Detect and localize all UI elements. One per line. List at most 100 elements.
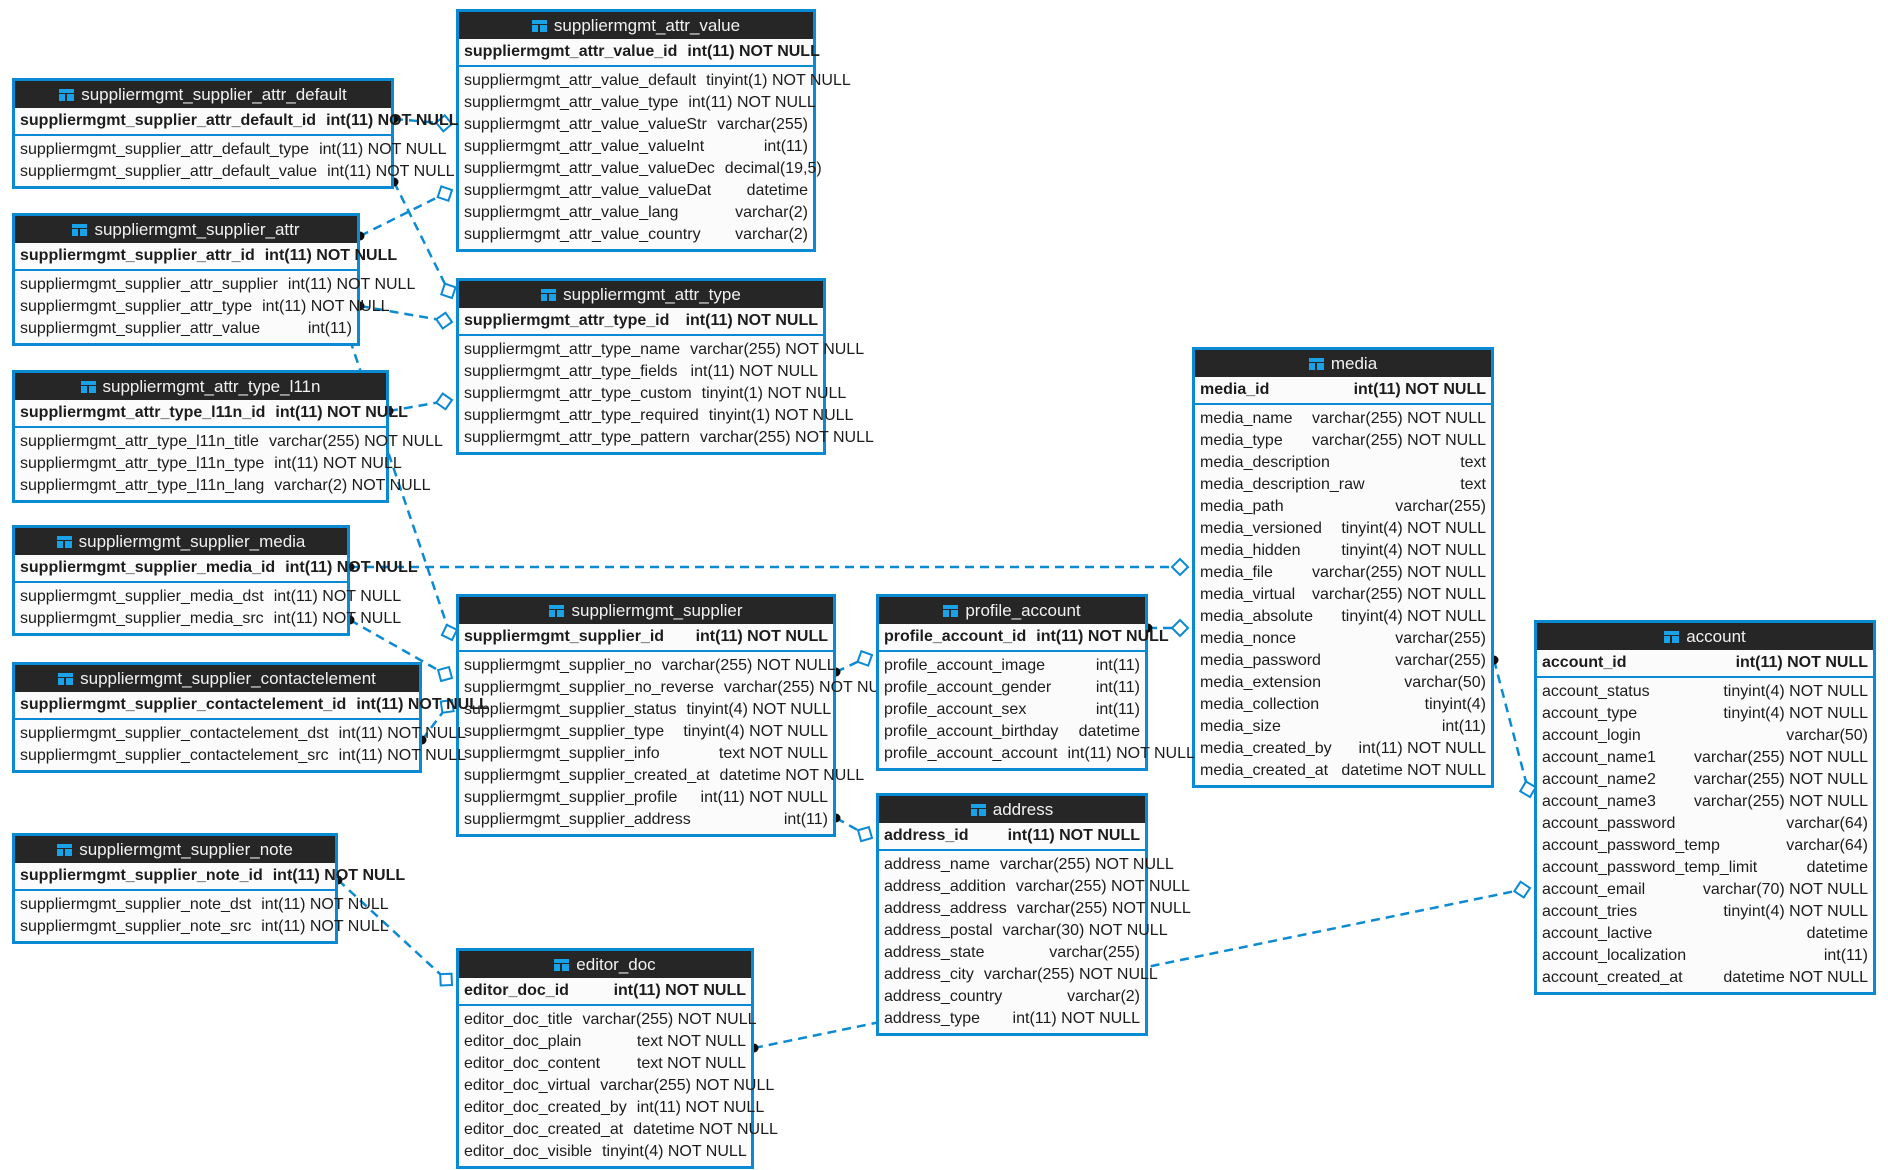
column-row[interactable]: suppliermgmt_supplier_attr_default_value…: [15, 161, 455, 183]
column-row[interactable]: suppliermgmt_supplier_contactelement_dst…: [15, 723, 466, 745]
column-row[interactable]: suppliermgmt_supplier_contactelement_src…: [15, 745, 466, 767]
